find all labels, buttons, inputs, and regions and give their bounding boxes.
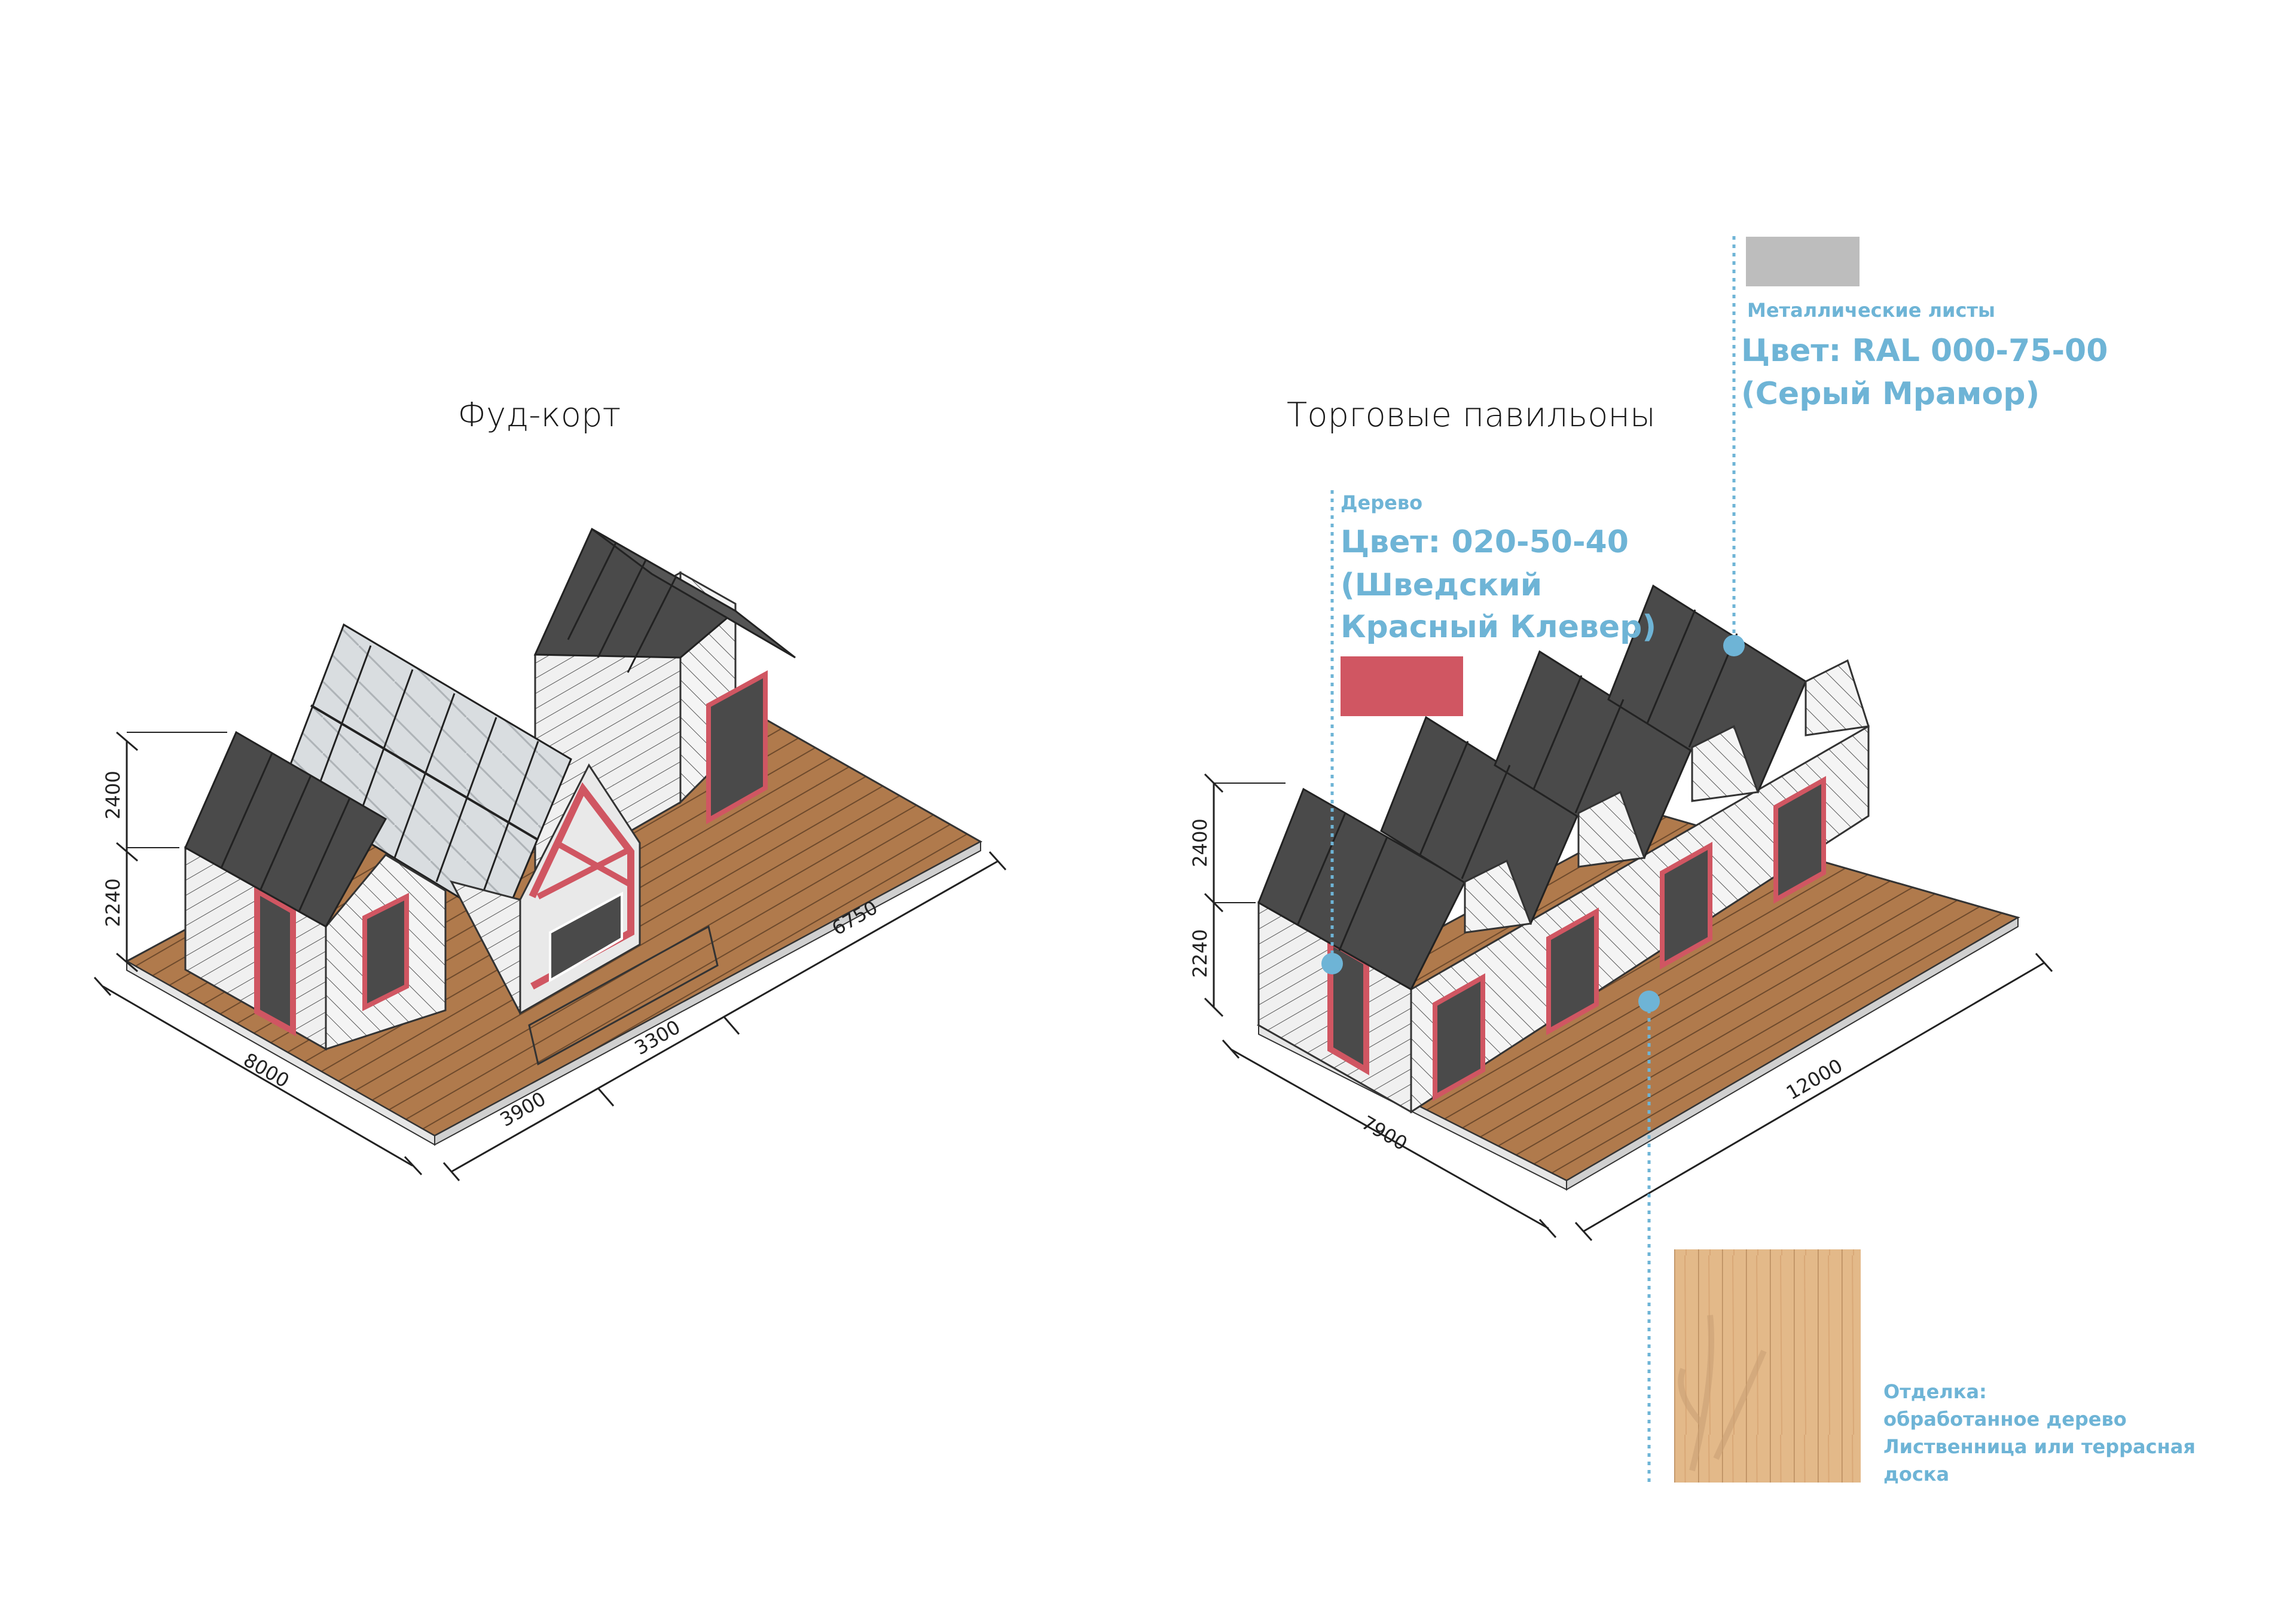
wood-color-swatch xyxy=(1341,656,1463,716)
pavilions-building xyxy=(1256,584,2020,1191)
wood-color-line2: (Шведский xyxy=(1341,567,1543,603)
finish-line3: Лиственница или террасная xyxy=(1883,1435,2196,1458)
fc-dim-h-upper: 2400 xyxy=(102,771,124,819)
metal-color-line1: Цвет: RAL 000-75-00 xyxy=(1741,333,2108,369)
pavilions-title: Торговые павильоны xyxy=(1287,396,1656,435)
wood-color-line3: Красный Клевер) xyxy=(1341,609,1657,645)
finish-line4: доска xyxy=(1883,1463,1950,1486)
pv-dim-h-lower: 2240 xyxy=(1189,929,1211,977)
pv-dim-width: 7900 xyxy=(1358,1111,1412,1156)
food-court-title: Фуд-корт xyxy=(457,396,621,435)
metal-color-line2: (Серый Мрамор) xyxy=(1741,376,2040,412)
pavilions-front-wall xyxy=(1410,725,1870,1114)
wood-caption: Дерево xyxy=(1341,491,1423,514)
metal-caption: Металлические листы xyxy=(1747,299,1995,322)
finish-wood-sample xyxy=(1674,1249,1861,1483)
metal-color-swatch xyxy=(1746,237,1860,286)
food-court-front-roof xyxy=(184,730,387,928)
finish-callout-dot xyxy=(1638,991,1660,1012)
callout-leaders xyxy=(1330,236,1736,1486)
finish-line1: Отделка: xyxy=(1883,1380,1987,1403)
finish-line2: обработанное дерево xyxy=(1883,1408,2127,1431)
wood-color-line1: Цвет: 020-50-40 xyxy=(1341,524,1629,560)
wood-callout-dot xyxy=(1321,953,1343,974)
food-court-dimensions xyxy=(93,731,1007,1181)
pavilions-dimensions xyxy=(1204,773,2053,1242)
metal-callout-dot xyxy=(1723,635,1745,656)
pv-dim-h-upper: 2400 xyxy=(1189,818,1211,867)
fc-dim-h-lower: 2240 xyxy=(102,878,124,927)
food-court-building xyxy=(124,527,983,1146)
